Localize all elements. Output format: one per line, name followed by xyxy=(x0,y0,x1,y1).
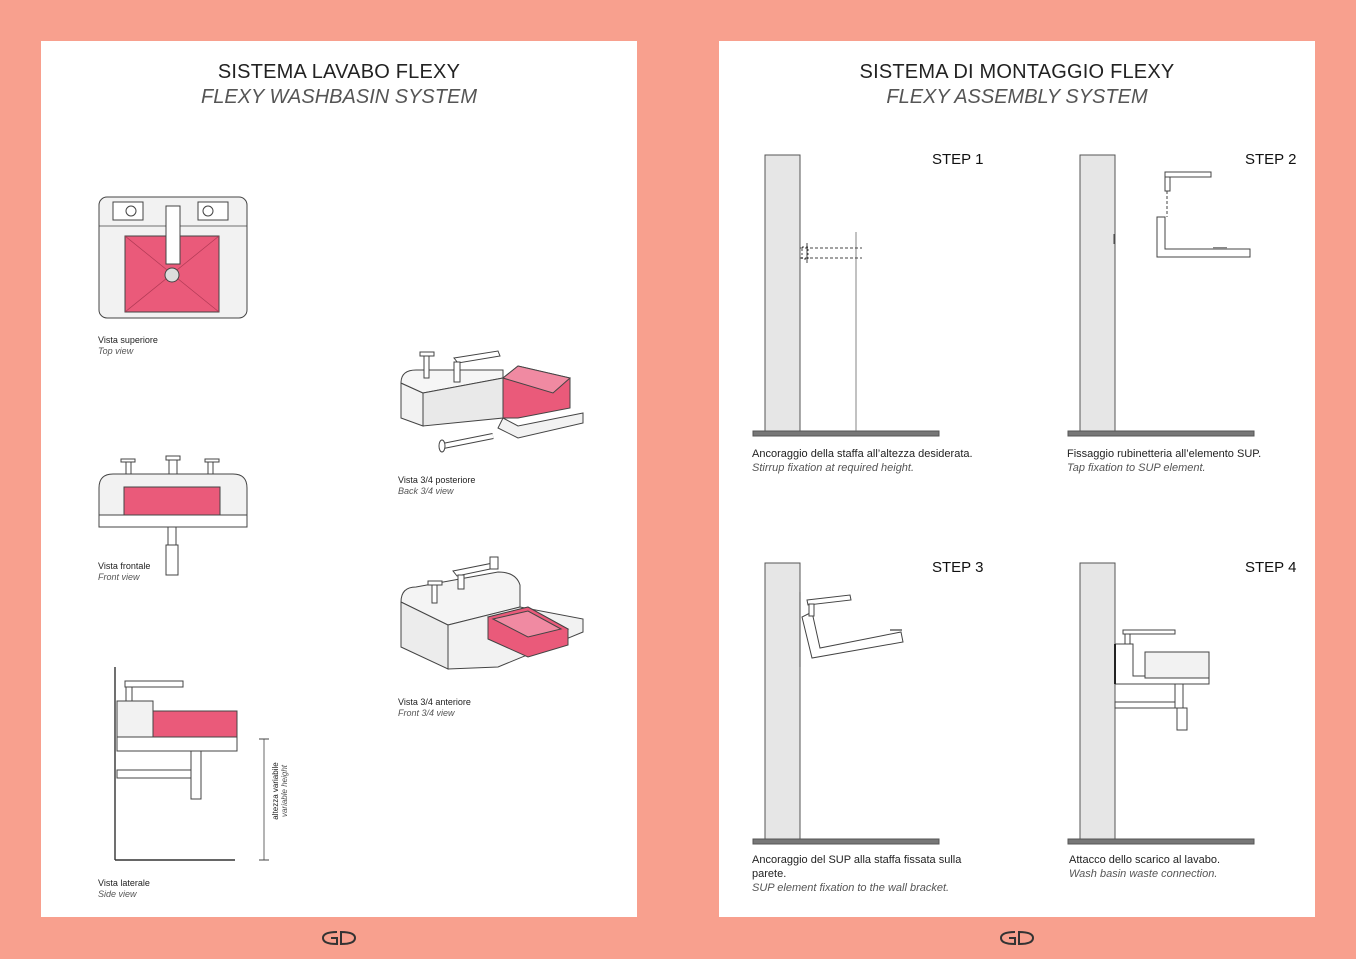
step-4-drawing xyxy=(1067,562,1255,845)
top-view-drawing xyxy=(98,196,248,319)
front-34-caption: Vista 3/4 anteriore Front 3/4 view xyxy=(398,697,471,719)
variable-height-label: altezza variabile variable height xyxy=(271,756,289,826)
step-2-label: STEP 2 xyxy=(1245,151,1297,168)
dimension-en: variable height xyxy=(280,764,289,818)
step-1-text-en: Stirrup fixation at required height. xyxy=(752,462,915,474)
side-view-drawing xyxy=(114,667,269,861)
front-view-drawing xyxy=(98,455,248,576)
step-4-text-en: Wash basin waste connection. xyxy=(1069,868,1218,880)
step-3-label: STEP 3 xyxy=(932,559,984,576)
side-view-label-it: Vista laterale xyxy=(98,878,150,888)
back-34-view-drawing xyxy=(400,350,584,453)
step-2-drawing xyxy=(1067,154,1255,437)
step-3-text-en: SUP element fixation to the wall bracket… xyxy=(752,882,950,894)
front-34-view-drawing xyxy=(400,556,584,670)
step-4-caption: Attacco dello scarico al lavabo. Wash ba… xyxy=(1069,853,1299,881)
front-view-label-en: Front view xyxy=(98,572,140,582)
step-1-caption: Ancoraggio della staffa all’altezza desi… xyxy=(752,447,982,475)
front-34-label-it: Vista 3/4 anteriore xyxy=(398,697,471,707)
left-page-title: SISTEMA LAVABO FLEXY xyxy=(217,61,461,83)
step-1-label: STEP 1 xyxy=(932,151,984,168)
step-3-drawing xyxy=(752,562,940,845)
gd-logo-icon xyxy=(321,930,357,946)
left-page-subtitle: FLEXY WASHBASIN SYSTEM xyxy=(200,86,477,108)
step-1-drawing xyxy=(752,154,940,437)
back-34-label-en: Back 3/4 view xyxy=(398,486,454,496)
side-view-caption: Vista laterale Side view xyxy=(98,878,150,900)
top-view-label-it: Vista superiore xyxy=(98,335,158,345)
right-page-subtitle: FLEXY ASSEMBLY SYSTEM xyxy=(886,86,1148,108)
step-4-text-it: Attacco dello scarico al lavabo. xyxy=(1069,854,1221,866)
top-view-caption: Vista superiore Top view xyxy=(98,335,158,357)
side-view-label-en: Side view xyxy=(98,889,137,899)
back-34-caption: Vista 3/4 posteriore Back 3/4 view xyxy=(398,475,475,497)
step-3-text-it: Ancoraggio del SUP alla staffa fissata s… xyxy=(752,854,962,880)
left-page: SISTEMA LAVABO FLEXY FLEXY WASHBASIN SYS… xyxy=(41,41,637,917)
step-2-text-it: Fissaggio rubinetteria all’elemento SUP. xyxy=(1067,448,1262,460)
front-view-caption: Vista frontale Front view xyxy=(98,561,150,583)
front-view-label-it: Vista frontale xyxy=(98,561,151,571)
right-page: SISTEMA DI MONTAGGIO FLEXY FLEXY ASSEMBL… xyxy=(719,41,1315,917)
front-34-label-en: Front 3/4 view xyxy=(398,708,455,718)
dimension-it: altezza variabile xyxy=(271,762,280,820)
step-4-label: STEP 4 xyxy=(1245,559,1297,576)
step-2-caption: Fissaggio rubinetteria all’elemento SUP.… xyxy=(1067,447,1297,475)
right-page-title: SISTEMA DI MONTAGGIO FLEXY xyxy=(859,61,1175,83)
step-1-text-it: Ancoraggio della staffa all’altezza desi… xyxy=(752,448,973,460)
back-34-label-it: Vista 3/4 posteriore xyxy=(398,475,476,485)
gd-logo-icon xyxy=(999,930,1035,946)
top-view-label-en: Top view xyxy=(98,346,134,356)
step-3-caption: Ancoraggio del SUP alla staffa fissata s… xyxy=(752,853,982,895)
step-2-text-en: Tap fixation to SUP element. xyxy=(1067,462,1206,474)
